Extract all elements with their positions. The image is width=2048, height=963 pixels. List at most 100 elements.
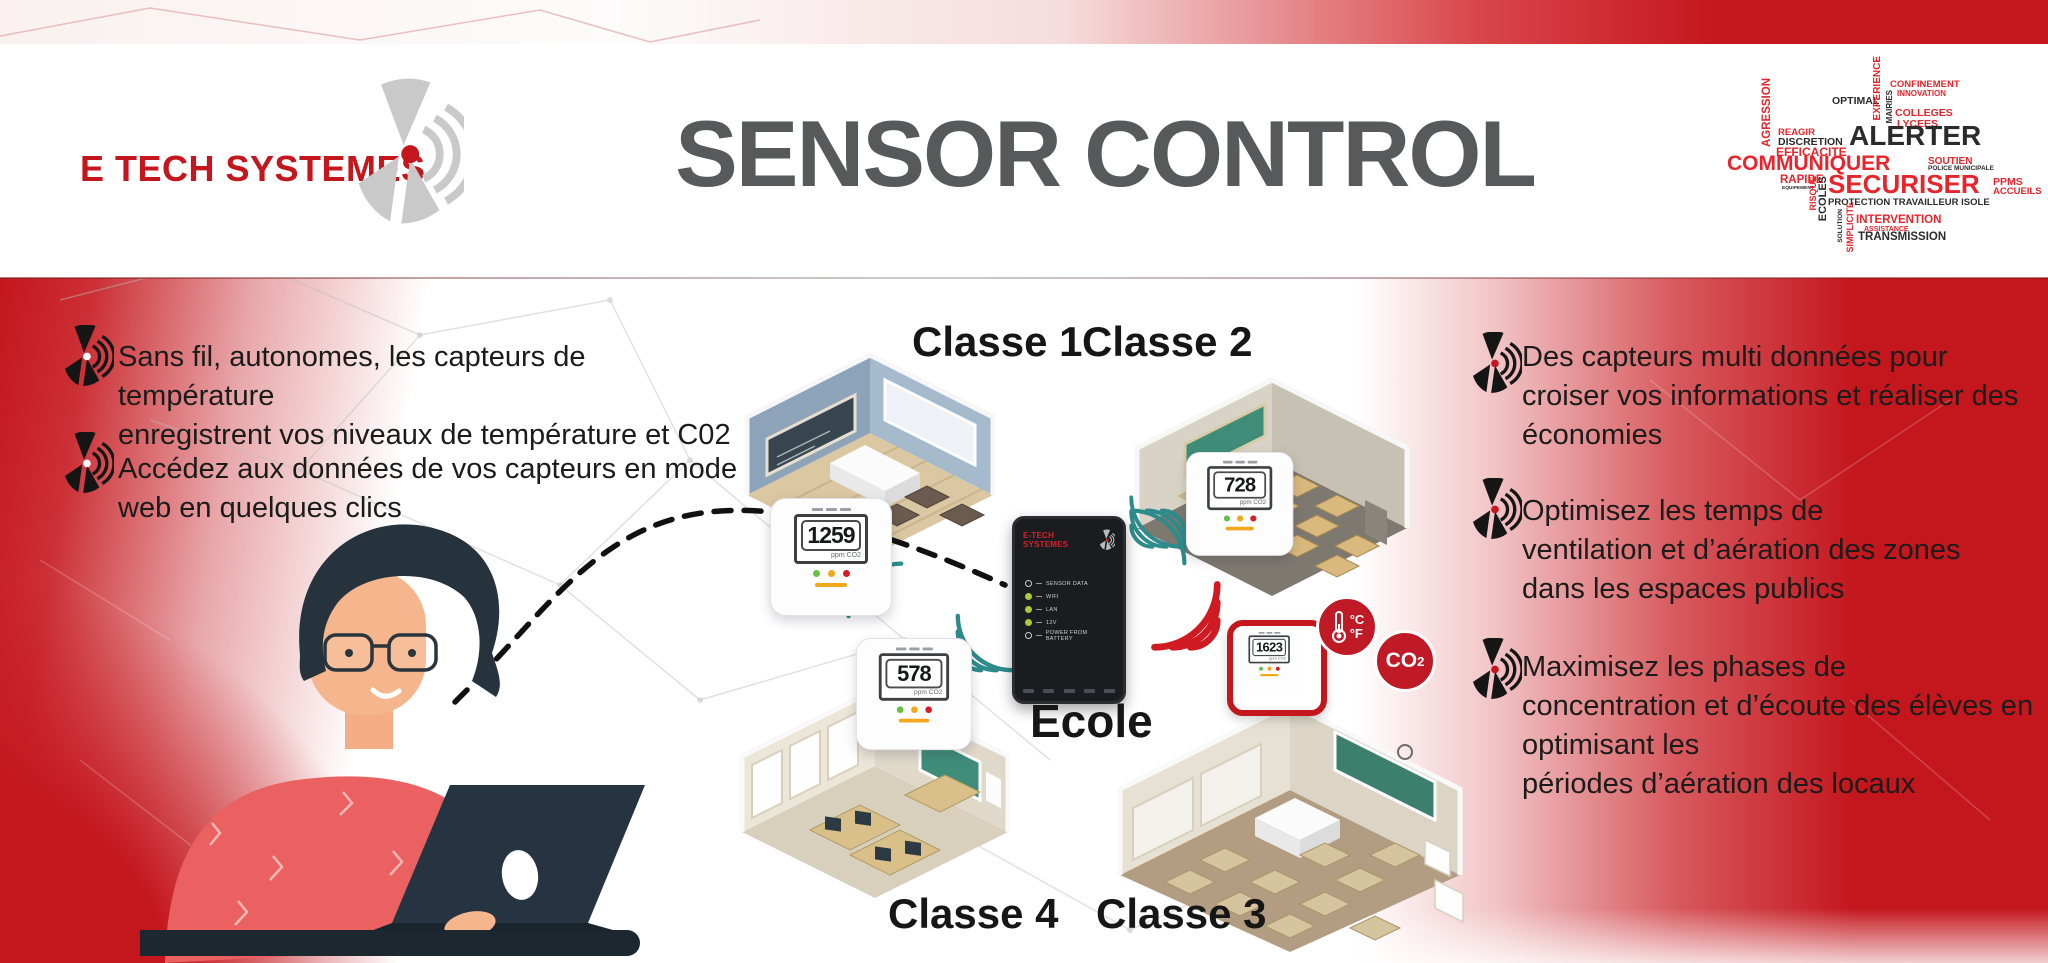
- hub-led-row: LAN: [1025, 603, 1115, 616]
- radar-bullet-icon: [65, 325, 114, 387]
- co2-subscript: 2: [1417, 653, 1425, 669]
- top-strip-polygons: [0, 7, 761, 43]
- co2-label: CO: [1385, 649, 1418, 672]
- sensor-value: 1259: [801, 520, 861, 551]
- classroom-3-illustration: [1117, 701, 1464, 952]
- co2-sensor-classe-3: 1623 ppm CO2: [1235, 627, 1304, 694]
- led-indicator: [1025, 593, 1032, 600]
- hub-led-row: SENSOR DATA: [1025, 577, 1115, 590]
- sensor-logo-strip: [815, 583, 847, 587]
- celsius-label: °C: [1349, 612, 1365, 627]
- sensor-unit: ppm CO2: [831, 552, 861, 559]
- hub-brand-name: E-TECH SYSTEMES: [1023, 531, 1069, 549]
- sensor-logo-strip: [1260, 674, 1279, 677]
- sensor-status-bar: [1258, 632, 1281, 634]
- radar-bullet-icon: [1473, 478, 1522, 540]
- header-divider-line: [0, 277, 2048, 279]
- sensor-status-bar: [895, 647, 933, 651]
- classe-3-label: Classe 3: [1096, 890, 1267, 937]
- sensor-indicator-lights: [1223, 515, 1256, 522]
- wordcloud-word: SOLUTION: [1837, 209, 1844, 243]
- led-label: 12V: [1046, 619, 1057, 626]
- sensor-unit: ppm CO2: [1269, 656, 1286, 661]
- right-bullet-1: Des capteurs multi données pour croiser …: [1522, 341, 2019, 451]
- sensor-screen: 1623 ppm CO2: [1248, 635, 1290, 664]
- wordcloud-word: COLLEGES: [1895, 107, 1953, 119]
- wordcloud-word: INTERVENTION: [1856, 214, 1942, 226]
- wordcloud-word: RAPIDE: [1780, 174, 1824, 186]
- sensor-logo-strip: [898, 718, 930, 723]
- temperature-badge: °C °F: [1316, 596, 1378, 658]
- sensor-value: 578: [885, 658, 943, 689]
- hub-port-row: [1023, 689, 1115, 693]
- sensor-status-bar: [811, 508, 851, 511]
- alert-highlight-box-classe-3: 1623 ppm CO2: [1227, 620, 1327, 716]
- led-label: SENSOR DATA: [1046, 580, 1088, 587]
- wifi-arcs-alert-classe-3: [1151, 581, 1221, 651]
- led-label: POWER FROM BATTERY: [1045, 629, 1088, 642]
- wordcloud-word: SOUTIEN: [1928, 156, 1973, 167]
- classe-2-label: Classe 2: [1082, 318, 1253, 365]
- sensor-value: 1623: [1252, 638, 1286, 657]
- classroom-4-illustration: [739, 687, 1011, 898]
- wifi-arcs-hub: [1129, 495, 1183, 549]
- radar-bullet-icon: [1473, 638, 1522, 700]
- sensor-indicator-lights: [896, 706, 932, 714]
- hub-led-list: SENSOR DATA WIFI LAN 12V POWER FROM BATT…: [1025, 577, 1115, 642]
- led-indicator: [1025, 580, 1032, 587]
- wordcloud-word: LYCEES: [1897, 118, 1939, 130]
- wordcloud-word: COMMUNIQUER: [1727, 152, 1891, 175]
- wordcloud-word: AGRESSION: [1761, 78, 1773, 148]
- wordcloud-word: OPTIMAL: [1832, 95, 1880, 107]
- classe-1-label: Classe 1: [912, 318, 1083, 365]
- wordcloud-word: EQUIPEMENT: [1782, 186, 1814, 191]
- sensor-screen: 1259 ppm CO2: [794, 514, 868, 564]
- hub-brand-row: E-TECH SYSTEMES: [1023, 529, 1115, 551]
- right-bullet-3: Maximisez les phases de concentration et…: [1522, 651, 2034, 800]
- wordcloud-word: CONFINEMENT: [1890, 79, 1960, 90]
- wordcloud-word: DISCRETION: [1778, 136, 1843, 148]
- wordcloud-word: MAIRIES: [1885, 90, 1894, 124]
- classe-4-label: Classe 4: [888, 890, 1059, 937]
- sensor-value: 728: [1213, 471, 1267, 499]
- left-bullet-2: Accédez aux données de vos capteurs en m…: [118, 453, 738, 524]
- wordcloud-word: ASSISTANCE: [1864, 226, 1909, 233]
- sensor-screen: 578 ppm CO2: [878, 653, 950, 701]
- sensor-logo-strip: [1225, 526, 1254, 531]
- fahrenheit-label: °F: [1349, 626, 1363, 641]
- wordcloud-word: TRANSMISSION: [1858, 231, 1947, 243]
- wordcloud-word: PROTECTION TRAVAILLEUR ISOLE: [1828, 197, 1990, 208]
- left-bullet-1: Sans fil, autonomes, les capteurs de tem…: [118, 341, 731, 451]
- right-bullet-2: Optimisez les temps de ventilation et d’…: [1522, 495, 1961, 605]
- sensor-screen: 728 ppm CO2: [1207, 466, 1273, 511]
- co2-sensor-classe-2: 728 ppm CO2: [1186, 452, 1294, 556]
- sensor-indicator-lights: [1258, 666, 1280, 671]
- wordcloud-word: REAGIR: [1778, 127, 1815, 138]
- wordcloud-word: SIMPLICITE: [1845, 202, 1855, 253]
- wordcloud-word: EFFICACITE: [1776, 145, 1847, 159]
- wordcloud-word: SECURISER: [1828, 169, 1980, 199]
- sensor-unit: ppm CO2: [1239, 499, 1267, 506]
- wordcloud: AGRESSION OPTIMAL EXPERIENCE MAIRIES CON…: [1726, 52, 2048, 266]
- hub-led-row: POWER FROM BATTERY: [1025, 629, 1115, 642]
- header-band: [0, 44, 2048, 278]
- led-indicator: [1025, 606, 1032, 613]
- sensor-indicator-lights: [812, 570, 850, 577]
- led-indicator: [1025, 619, 1032, 626]
- hub-led-row: WIFI: [1025, 590, 1115, 603]
- person-with-laptop-illustration: [140, 524, 645, 963]
- sensor-unit: ppm CO2: [913, 689, 943, 696]
- co2-sensor-classe-4: 578 ppm CO2: [856, 638, 972, 751]
- co2-sensor-classe-1: 1259 ppm CO2: [770, 498, 892, 616]
- thermometer-icon: [1331, 611, 1346, 643]
- ecole-label: Ecole: [1030, 695, 1153, 747]
- wordcloud-word: PPMS: [1993, 176, 2023, 188]
- right-red-gradient: [1356, 278, 2048, 963]
- sensor-status-bar: [1222, 460, 1257, 464]
- wordcloud-word: EXPERIENCE: [1872, 56, 1883, 121]
- wordcloud-word: ACCUEILS: [1993, 186, 2042, 197]
- led-label: LAN: [1046, 606, 1058, 613]
- wordcloud-word: INNOVATION: [1897, 89, 1947, 98]
